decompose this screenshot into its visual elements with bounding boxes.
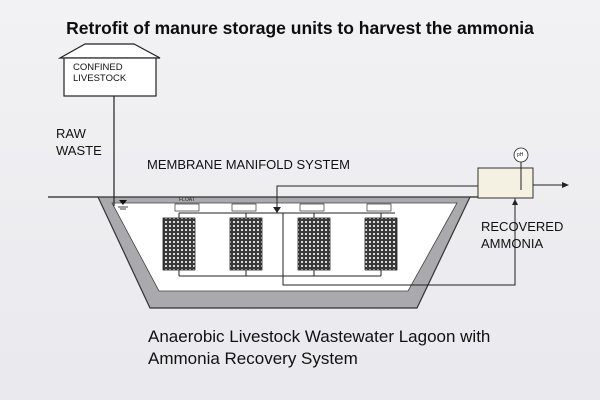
arrow-outlet	[562, 182, 569, 188]
page-title: Retrofit of manure storage units to harv…	[66, 18, 534, 38]
arrow-return-up	[512, 199, 518, 205]
membrane-module-4	[364, 203, 398, 271]
ph-label: pH	[517, 152, 524, 158]
raw-waste-label-line2: WASTE	[56, 143, 102, 158]
barn-label-line1: CONFINED	[73, 62, 123, 73]
barn-icon	[57, 43, 161, 97]
barn-label-line2: LIVESTOCK	[73, 73, 127, 84]
float-label: FLOAT	[179, 197, 195, 203]
raw-waste-label-line1: RAW	[56, 126, 86, 141]
manifold-label: MEMBRANE MANIFOLD SYSTEM	[147, 157, 350, 172]
water-level-icon	[118, 200, 128, 210]
membrane-module-2	[229, 203, 263, 271]
ph-meter-icon	[513, 147, 529, 163]
caption-line2: Ammonia Recovery System	[148, 349, 358, 368]
manifold-piping	[178, 185, 516, 286]
membrane-module-1	[162, 203, 200, 271]
caption-line1: Anaerobic Livestock Wastewater Lagoon wi…	[148, 327, 491, 346]
recovered-label-line2: AMMONIA	[481, 236, 544, 251]
arrow-supply-down	[273, 207, 281, 213]
acid-tank	[477, 167, 534, 199]
recovered-label-line1: RECOVERED	[481, 219, 564, 234]
